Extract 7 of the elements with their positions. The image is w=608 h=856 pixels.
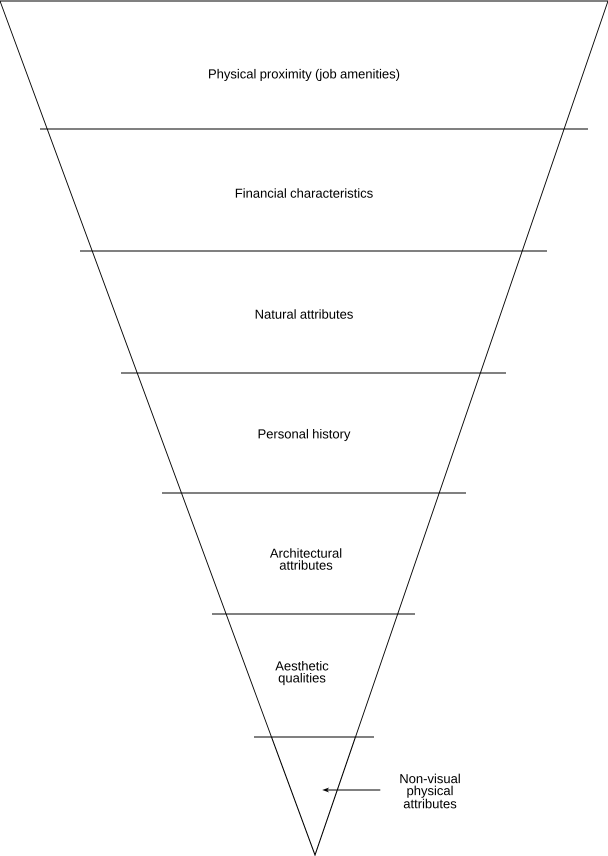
callout-text: Non-visual physical attributes [400,774,460,808]
band-label: Architectural attributes [270,548,342,570]
band-label: Aesthetic qualities [275,660,328,686]
band-label: Personal history [258,428,350,442]
band-label: Natural attributes [256,309,353,319]
band-label: Financial characteristics [236,188,373,198]
band-label: Physical proximity (job amenities) [209,68,400,82]
